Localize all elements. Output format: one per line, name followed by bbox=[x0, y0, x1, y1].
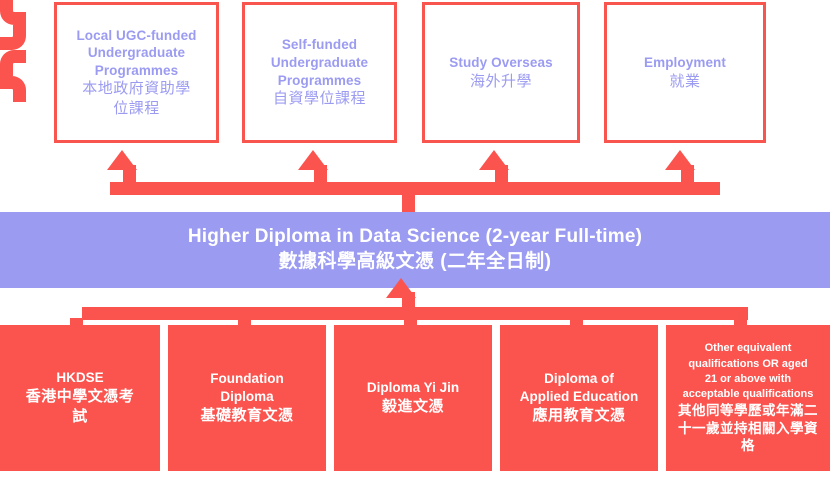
entry-connector-right-corner bbox=[0, 76, 26, 102]
entry-connector-bar bbox=[82, 307, 748, 320]
entry-label-zh: 香港中學文憑考 試 bbox=[25, 388, 135, 425]
entry-arrow-stem bbox=[402, 292, 415, 316]
outcome-box-self-funded-undergraduate-programmes: Self-funded Undergraduate Programmes 自資學… bbox=[242, 2, 397, 143]
entry-label-en: Diploma Yi Jin bbox=[366, 380, 460, 396]
entry-box-hkdse: HKDSE 香港中學文憑考 試 bbox=[0, 325, 160, 471]
progression-arrow-head-1-icon bbox=[107, 150, 137, 170]
programme-title-zh: 數據科學高級文憑 (二年全日制) bbox=[278, 251, 552, 272]
progression-connector-bar bbox=[110, 182, 720, 195]
entry-label-en: Diploma of Applied Education bbox=[519, 371, 639, 405]
outcome-label-zh: 本地政府資助學 位課程 bbox=[82, 80, 191, 117]
outcome-label-en: Study Overseas bbox=[449, 54, 553, 70]
outcome-label-en: Local UGC-funded Undergraduate Programme… bbox=[76, 27, 197, 78]
progression-connector-left-corner bbox=[0, 0, 26, 25]
outcome-label-en: Employment bbox=[643, 54, 726, 70]
outcome-label-en: Self-funded Undergraduate Programmes bbox=[270, 37, 369, 88]
outcome-box-local-ugc-funded-undergraduate-programmes: Local UGC-funded Undergraduate Programme… bbox=[54, 2, 219, 143]
progression-arrow-stem-3 bbox=[495, 165, 508, 187]
progression-arrow-stem-2 bbox=[314, 165, 327, 187]
entry-label-zh: 其他同等學歷或年滿二 十一歲並持相關入學資 格 bbox=[678, 403, 818, 454]
progression-connector-stem bbox=[402, 188, 415, 214]
progression-arrow-head-2-icon bbox=[298, 150, 328, 170]
entry-arrow-head-icon bbox=[386, 278, 416, 298]
entry-label-zh: 應用教育文憑 bbox=[532, 406, 626, 424]
entry-label-zh: 基礎教育文憑 bbox=[200, 406, 294, 424]
programme-title-en: Higher Diploma in Data Science (2-year F… bbox=[187, 226, 643, 248]
progression-arrow-stem-1 bbox=[123, 165, 136, 187]
entry-box-other-equivalent-qualifications: Other equivalent qualifications OR aged … bbox=[666, 325, 830, 471]
entry-label-en: HKDSE bbox=[56, 370, 104, 386]
entry-box-diploma-yi-jin: Diploma Yi Jin 毅進文憑 bbox=[334, 325, 492, 471]
progression-arrow-head-4-icon bbox=[665, 150, 695, 170]
progression-connector-right-corner bbox=[0, 25, 26, 50]
progression-arrow-stem-4 bbox=[681, 165, 694, 187]
outcome-label-zh: 海外升學 bbox=[469, 72, 532, 90]
outcome-box-employment: Employment 就業 bbox=[604, 2, 766, 143]
outcome-label-zh: 自資學位課程 bbox=[272, 90, 366, 108]
outcome-box-study-overseas: Study Overseas 海外升學 bbox=[422, 2, 580, 143]
progression-arrow-head-3-icon bbox=[479, 150, 509, 170]
outcome-label-zh: 就業 bbox=[669, 72, 701, 90]
programme-banner: Higher Diploma in Data Science (2-year F… bbox=[0, 212, 830, 288]
entry-label-en: Other equivalent qualifications OR aged … bbox=[682, 342, 814, 400]
entry-connector-left-corner bbox=[0, 50, 26, 76]
entry-box-foundation-diploma: Foundation Diploma 基礎教育文憑 bbox=[168, 325, 326, 471]
entry-label-zh: 毅進文憑 bbox=[381, 398, 444, 415]
entry-label-en: Foundation Diploma bbox=[210, 371, 284, 405]
entry-box-diploma-of-applied-education: Diploma of Applied Education 應用教育文憑 bbox=[500, 325, 658, 471]
